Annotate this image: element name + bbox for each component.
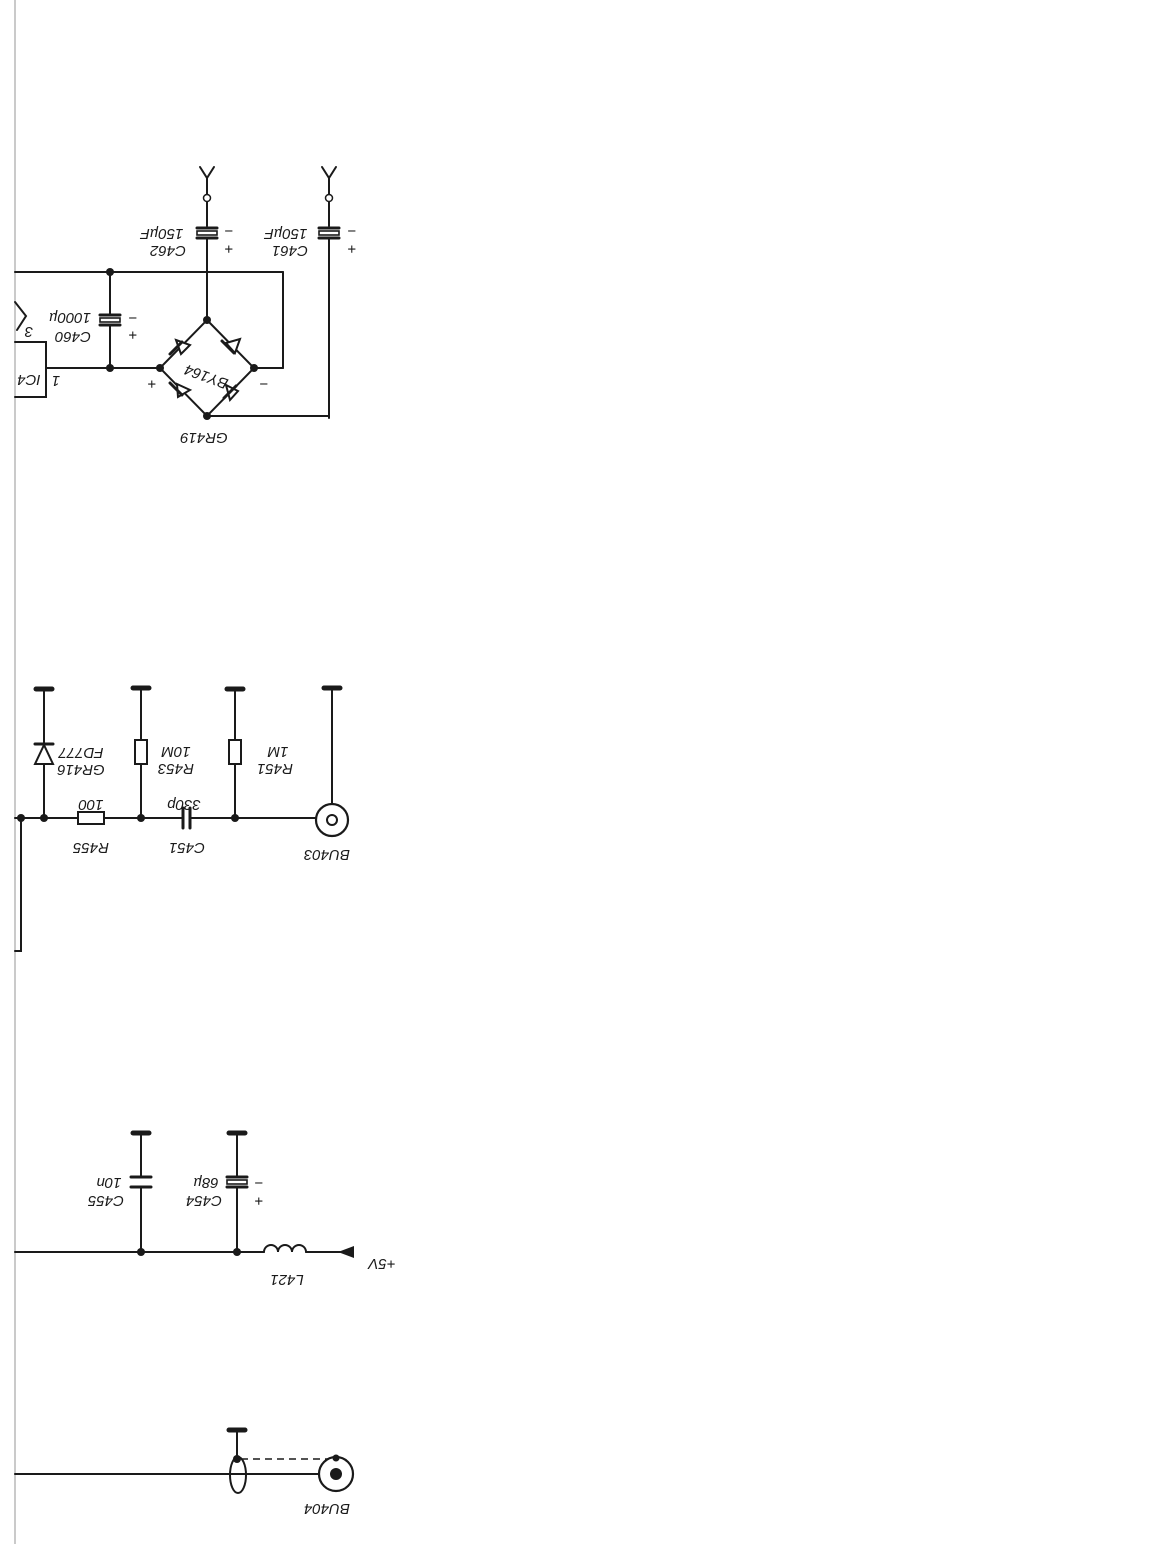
bridge-supply-section: C462 150µF + − C461 150µF + − C460 1000µ bbox=[14, 166, 356, 446]
inductor-l421 bbox=[263, 1244, 307, 1253]
c455-ref: C455 bbox=[87, 1192, 124, 1209]
c454-minus: − bbox=[254, 1174, 263, 1191]
ic4-pin1: 1 bbox=[52, 372, 60, 389]
c461-ref: C461 bbox=[272, 242, 308, 259]
r451-ref: R451 bbox=[257, 760, 293, 777]
r451-value: 1M bbox=[267, 743, 288, 760]
bridge-ref: GR419 bbox=[180, 429, 228, 446]
r453-value: 10M bbox=[161, 743, 191, 760]
c454-plus: + bbox=[254, 1192, 263, 1209]
c460-minus: − bbox=[128, 309, 137, 326]
jack-bu403 bbox=[314, 687, 350, 838]
gr416-type: FD777 bbox=[58, 744, 104, 761]
capacitor-c462 bbox=[195, 226, 219, 321]
connector-right-fork bbox=[321, 166, 337, 227]
r455-ref: R455 bbox=[72, 839, 109, 856]
c462-plus: + bbox=[224, 240, 233, 257]
rail-5v-label: +5V bbox=[366, 1255, 395, 1272]
capacitor-c460 bbox=[98, 271, 122, 369]
jack-bu404 bbox=[317, 1454, 355, 1493]
c460-plus: + bbox=[128, 326, 137, 343]
capacitor-c454 bbox=[225, 1132, 249, 1253]
bridge-plus: + bbox=[147, 375, 156, 392]
c462-ref: C462 bbox=[149, 242, 186, 259]
c454-ref: C454 bbox=[186, 1192, 222, 1209]
supply-arrow bbox=[338, 1246, 354, 1258]
r453-ref: R453 bbox=[157, 760, 194, 777]
c462-minus: − bbox=[224, 222, 233, 239]
bridge-minus: − bbox=[259, 375, 268, 392]
c451-value: 330p bbox=[167, 796, 200, 813]
c461-minus: − bbox=[347, 222, 356, 239]
ic4-ref: IC4 bbox=[17, 371, 40, 388]
r455-value: 100 bbox=[78, 796, 104, 813]
c451-ref: C451 bbox=[169, 839, 205, 856]
connector-left-fork bbox=[199, 166, 215, 227]
ic4-block bbox=[14, 301, 47, 398]
video-left-return bbox=[14, 817, 22, 952]
c461-value: 150µF bbox=[264, 225, 308, 242]
supply-5v-section: C455 10n C454 68µ + − L421 +5V bbox=[14, 1130, 396, 1288]
gr416-ref: GR416 bbox=[57, 761, 105, 778]
bu403-ref: BU403 bbox=[303, 846, 350, 863]
output-section: BU404 bbox=[14, 1427, 355, 1517]
diode-gr416 bbox=[33, 688, 55, 819]
c462-value: 150µF bbox=[140, 225, 184, 242]
c454-value: 68µ bbox=[193, 1174, 218, 1191]
ic4-pin3: 3 bbox=[24, 323, 33, 340]
c460-ref: C460 bbox=[54, 328, 91, 345]
resistor-r451 bbox=[228, 688, 242, 819]
bu404-ref: BU404 bbox=[304, 1500, 350, 1517]
c461-plus: + bbox=[347, 240, 356, 257]
c460-value: 1000µ bbox=[49, 309, 91, 326]
bridge-type: BY164 bbox=[182, 361, 230, 392]
l421-ref: L421 bbox=[270, 1271, 303, 1288]
c455-value: 10n bbox=[96, 1174, 121, 1191]
capacitor-c455 bbox=[129, 1132, 153, 1253]
capacitor-c461 bbox=[317, 226, 341, 419]
video-input-section: GR416 FD777 R453 10M R451 1M bbox=[14, 685, 350, 952]
resistor-r453 bbox=[134, 687, 148, 819]
